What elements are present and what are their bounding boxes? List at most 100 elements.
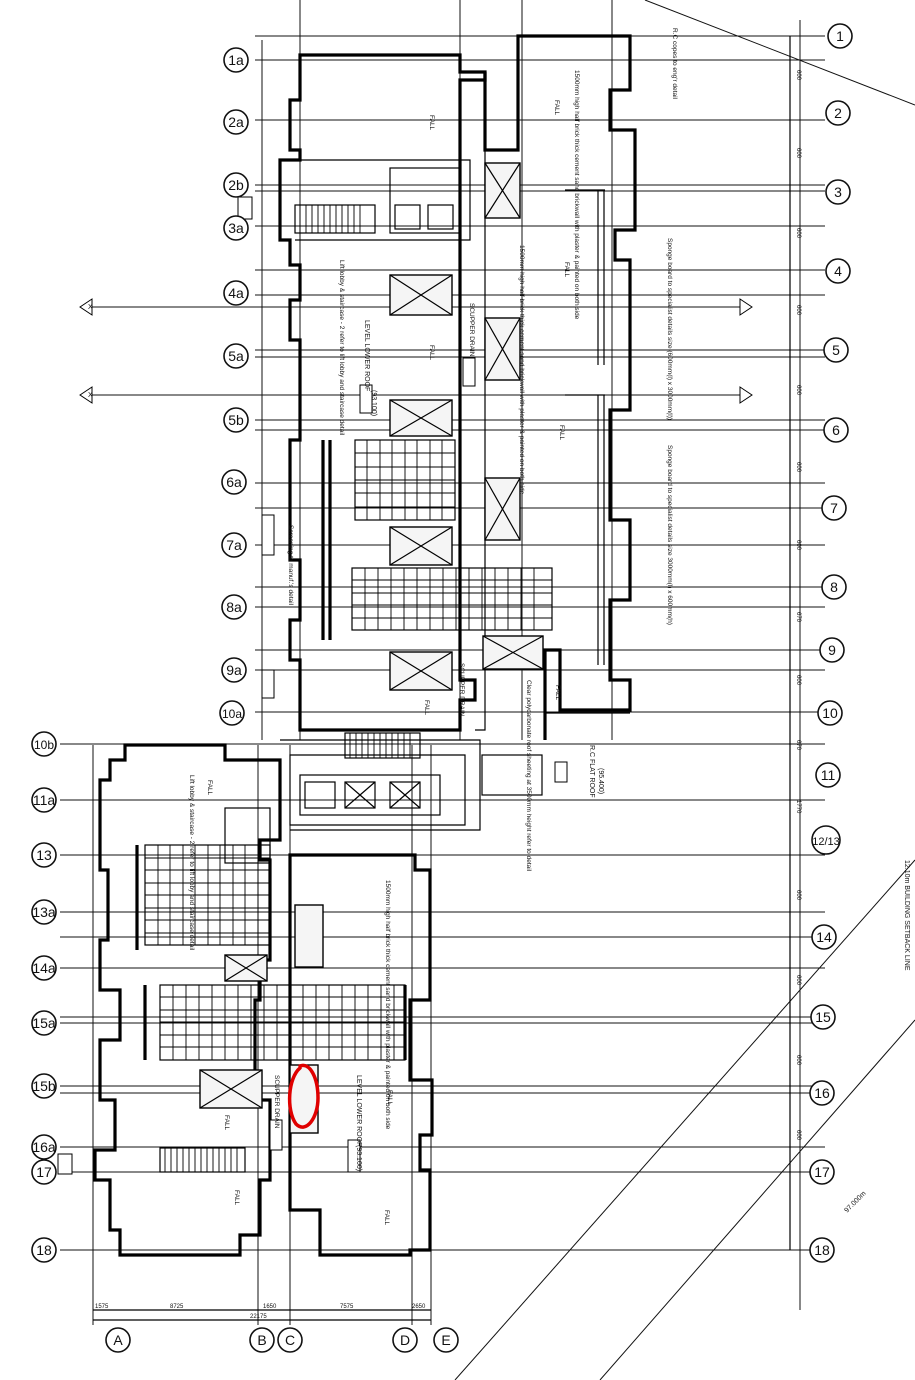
svg-text:17: 17 bbox=[814, 1164, 830, 1180]
scupper-upper: SCUPPER DRAIN bbox=[468, 303, 475, 357]
svg-text:15b: 15b bbox=[32, 1078, 56, 1094]
grid-bubble-13a: 13a bbox=[31, 899, 57, 925]
fall-12: FALL bbox=[206, 780, 213, 796]
svg-text:17: 17 bbox=[36, 1164, 52, 1180]
svg-text:1: 1 bbox=[836, 28, 844, 44]
staircases bbox=[159, 204, 421, 1173]
dim-right-15: 600 bbox=[795, 1130, 801, 1141]
fall-1: FALL bbox=[428, 115, 435, 131]
note-parapet-mid: 1500mm high half brick thick cement sand… bbox=[518, 245, 525, 495]
grid-bubble-2: 2 bbox=[825, 100, 851, 126]
grid-bubble-3a: 3a bbox=[223, 215, 249, 241]
dim-right-3: 600 bbox=[795, 228, 801, 239]
note-screening: Screening to manuf.'s detail bbox=[287, 525, 294, 606]
tag-boxes bbox=[57, 196, 568, 1175]
svg-text:5a: 5a bbox=[228, 348, 244, 364]
grid-bubble-7: 7 bbox=[821, 495, 847, 521]
note-sponge-upper: Sponge board to specialist details size … bbox=[666, 238, 673, 420]
fall-2: FALL bbox=[553, 100, 560, 116]
dim-right-2: 600 bbox=[795, 148, 801, 159]
red-markup-circle bbox=[287, 1063, 320, 1129]
section-mark-left-1: X bbox=[88, 304, 93, 311]
svg-text:11: 11 bbox=[821, 767, 836, 783]
lower-building-walls bbox=[93, 739, 481, 1257]
panel-array-upper-2 bbox=[351, 567, 553, 631]
dim-bottom-3: 1650 bbox=[263, 1304, 277, 1310]
dim-right-5: 600 bbox=[795, 385, 801, 396]
svg-text:C: C bbox=[285, 1332, 295, 1348]
dim-right-7: 600 bbox=[795, 540, 801, 551]
svg-text:13: 13 bbox=[36, 847, 52, 863]
dim-right-14: 600 bbox=[795, 1055, 801, 1066]
rc-flat-roof-level: (95.400) bbox=[597, 768, 604, 794]
grid-bubbles-left-upper: 1a 2a 2b 3a 4a 5a 5b 6a 7a 8a 9a 10a bbox=[219, 47, 249, 726]
grid-bubble-3: 3 bbox=[825, 179, 851, 205]
fall-10: FALL bbox=[386, 1090, 393, 1106]
svg-text:2: 2 bbox=[834, 105, 842, 121]
svg-text:5: 5 bbox=[832, 342, 840, 358]
setback-dim: 97.000m bbox=[843, 1190, 867, 1214]
svg-text:8a: 8a bbox=[226, 599, 242, 615]
grid-bubble-C: C bbox=[277, 1327, 303, 1353]
fall-6: FALL bbox=[423, 700, 430, 716]
note-lift-lobby-lower: Lift lobby & staircase - 2 refer to lift… bbox=[188, 775, 195, 951]
grid-bubble-5b: 5b bbox=[223, 407, 249, 433]
grid-bubble-16: 16 bbox=[809, 1080, 835, 1106]
dim-right-9: 600 bbox=[795, 675, 801, 686]
grid-bubble-D: D bbox=[392, 1327, 418, 1353]
upper-building-walls bbox=[278, 34, 637, 740]
roof-label-upper: LEVEL LOWER ROOF bbox=[363, 320, 370, 391]
annotations: 1500mm high half brick thick cement sand… bbox=[188, 28, 910, 1226]
lift-boxes bbox=[224, 167, 543, 864]
grid-bubble-5a: 5a bbox=[223, 343, 249, 369]
rc-flat-roof: R.C FLAT ROOF bbox=[588, 745, 595, 798]
grid-bubble-14: 14 bbox=[811, 924, 837, 950]
dimensions-bottom: 1575 8725 1650 7575 2650 22175 bbox=[93, 1304, 431, 1321]
grid-lines-horizontal bbox=[60, 35, 825, 1251]
dim-bottom-total: 22175 bbox=[250, 1314, 267, 1320]
grid-bubble-9: 9 bbox=[819, 637, 845, 663]
svg-text:9a: 9a bbox=[226, 662, 242, 678]
rails bbox=[135, 189, 630, 1060]
svg-text:3: 3 bbox=[834, 184, 842, 200]
svg-text:4: 4 bbox=[834, 263, 842, 279]
grid-bubble-10: 10 bbox=[817, 700, 843, 726]
svg-text:18: 18 bbox=[36, 1242, 52, 1258]
grid-bubble-E: E bbox=[433, 1327, 459, 1353]
fall-7: FALL bbox=[554, 685, 561, 701]
grid-bubble-12-13: 12/13 bbox=[811, 825, 841, 855]
svg-text:2a: 2a bbox=[228, 114, 244, 130]
grid-bubble-1: 1 bbox=[827, 23, 853, 49]
rc-copes: R.C copes to eng'r detail bbox=[671, 28, 678, 100]
fall-9: FALL bbox=[233, 1190, 240, 1206]
panel-array-lower-1 bbox=[144, 844, 271, 946]
roof-level-upper: (93.100) bbox=[370, 390, 377, 416]
grid-bubble-18-left: 18 bbox=[31, 1237, 57, 1263]
grid-bubble-9a: 9a bbox=[221, 657, 247, 683]
dim-right-4: 600 bbox=[795, 305, 801, 316]
svg-text:2b: 2b bbox=[228, 177, 244, 193]
grid-bubble-7a: 7a bbox=[221, 532, 247, 558]
svg-text:D: D bbox=[400, 1332, 410, 1348]
grid-bubble-10b: 10b bbox=[31, 731, 57, 757]
setback-line-label: 12.10m BUILDING SETBACK LINE bbox=[903, 860, 910, 971]
grid-bubble-14a: 14a bbox=[31, 955, 57, 981]
svg-text:9: 9 bbox=[828, 642, 836, 658]
section-mark-left-2: X bbox=[88, 392, 93, 399]
grid-bubble-10a: 10a bbox=[219, 700, 245, 726]
svg-text:12/13: 12/13 bbox=[812, 836, 840, 848]
fall-3: FALL bbox=[563, 262, 570, 278]
svg-text:A: A bbox=[113, 1332, 123, 1348]
grid-bubble-5: 5 bbox=[823, 337, 849, 363]
svg-text:15: 15 bbox=[815, 1009, 831, 1025]
grid-bubble-15b: 15b bbox=[31, 1073, 57, 1099]
svg-text:15a: 15a bbox=[32, 1015, 56, 1031]
dim-bottom-2: 8725 bbox=[170, 1304, 184, 1310]
svg-text:5b: 5b bbox=[228, 412, 244, 428]
grid-bubbles-bottom: A B C D E bbox=[105, 1327, 459, 1353]
grid-bubble-6: 6 bbox=[823, 417, 849, 443]
dim-right-6: 600 bbox=[795, 462, 801, 473]
note-polycarbonate: Clear polycarbonate roof sheeting at 350… bbox=[525, 680, 532, 872]
svg-text:7a: 7a bbox=[226, 537, 242, 553]
grid-bubbles-right: 1 2 3 4 5 6 7 8 9 10 11 12/13 14 15 16 1… bbox=[809, 23, 853, 1263]
